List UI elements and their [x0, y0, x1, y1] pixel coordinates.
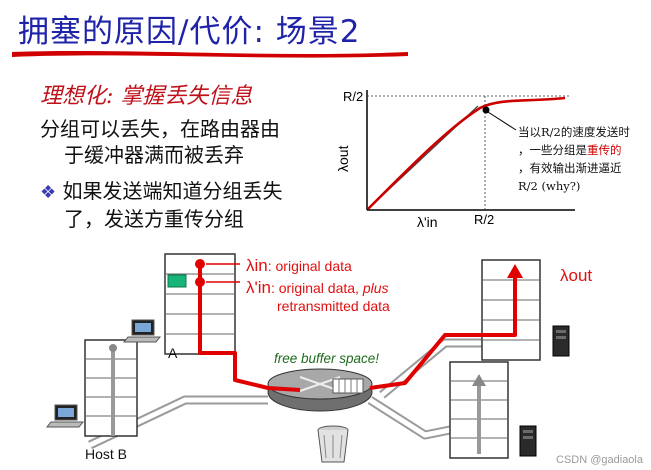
page-title: 拥塞的原因/代价: 场景2 [18, 6, 360, 51]
server-tower-icon [520, 426, 536, 456]
lambda-in-prime-dot [195, 277, 205, 287]
graph-note: 当以R/2的速度发送时 ，一些分组是重传的 ，有效输出渐进逼近 R/2 (why… [518, 123, 630, 195]
lambda-in-dot [195, 259, 205, 269]
trash-can-icon [318, 426, 348, 462]
host-b-dot [109, 344, 117, 352]
laptop-icon [47, 405, 83, 427]
bullet-icon: ❖ [40, 182, 56, 203]
x-tick-label: R/2 [474, 212, 494, 227]
lambda-in-text: : original data [268, 258, 352, 274]
host-a-label: A [168, 345, 177, 361]
x-axis-label: λ'in [417, 214, 438, 230]
laptop-icon [124, 320, 160, 342]
note-line: ，一些分组是 [518, 143, 587, 157]
lambda-in-prime-text: : original data, [271, 280, 363, 296]
lambda-out-label: λout [560, 266, 592, 286]
paragraph-loss: 分组可以丢失，在路由器由 于缓冲器满而被丢弃 [40, 116, 280, 168]
retransmitted-label: retransmitted data [277, 298, 390, 314]
host-b-label: Host B [85, 446, 127, 462]
paragraph-line: 于缓冲器满而被丢弃 [40, 142, 280, 168]
server-tower-icon [553, 326, 569, 356]
host-a-screen [168, 275, 186, 287]
lambda-in-prime-symbol: λ'in [246, 278, 271, 297]
subtitle: 理想化: 掌握丢失信息 [40, 78, 252, 110]
lambda-in-prime-label: λ'in: original data, plus [246, 278, 389, 298]
y-axis-label: λout [335, 146, 351, 172]
callout-line [488, 112, 516, 130]
paragraph-retransmit: ❖ 如果发送端知道分组丢失 了，发送方重传分组 [40, 178, 283, 232]
lambda-in-symbol: λin [246, 256, 268, 275]
title-underline [10, 46, 410, 62]
paragraph-line: 如果发送端知道分组丢失 [63, 179, 283, 203]
watermark: CSDN @gadiaola [556, 454, 643, 466]
note-line: ，有效输出渐进逼近 [518, 159, 630, 177]
note-highlight: 重传的 [587, 143, 622, 157]
y-tick-label: R/2 [343, 89, 363, 104]
note-line: 当以R/2的速度发送时 [518, 123, 630, 141]
paragraph-line: 分组可以丢失，在路由器由 [40, 116, 280, 142]
buffer-label: free buffer space! [274, 351, 379, 366]
paragraph-line: 了，发送方重传分组 [40, 206, 283, 232]
router-buffer [333, 379, 363, 393]
plus-text: plus [363, 280, 389, 296]
note-line: R/2 (why?) [518, 177, 630, 195]
lambda-in-label: λin: original data [246, 256, 352, 276]
